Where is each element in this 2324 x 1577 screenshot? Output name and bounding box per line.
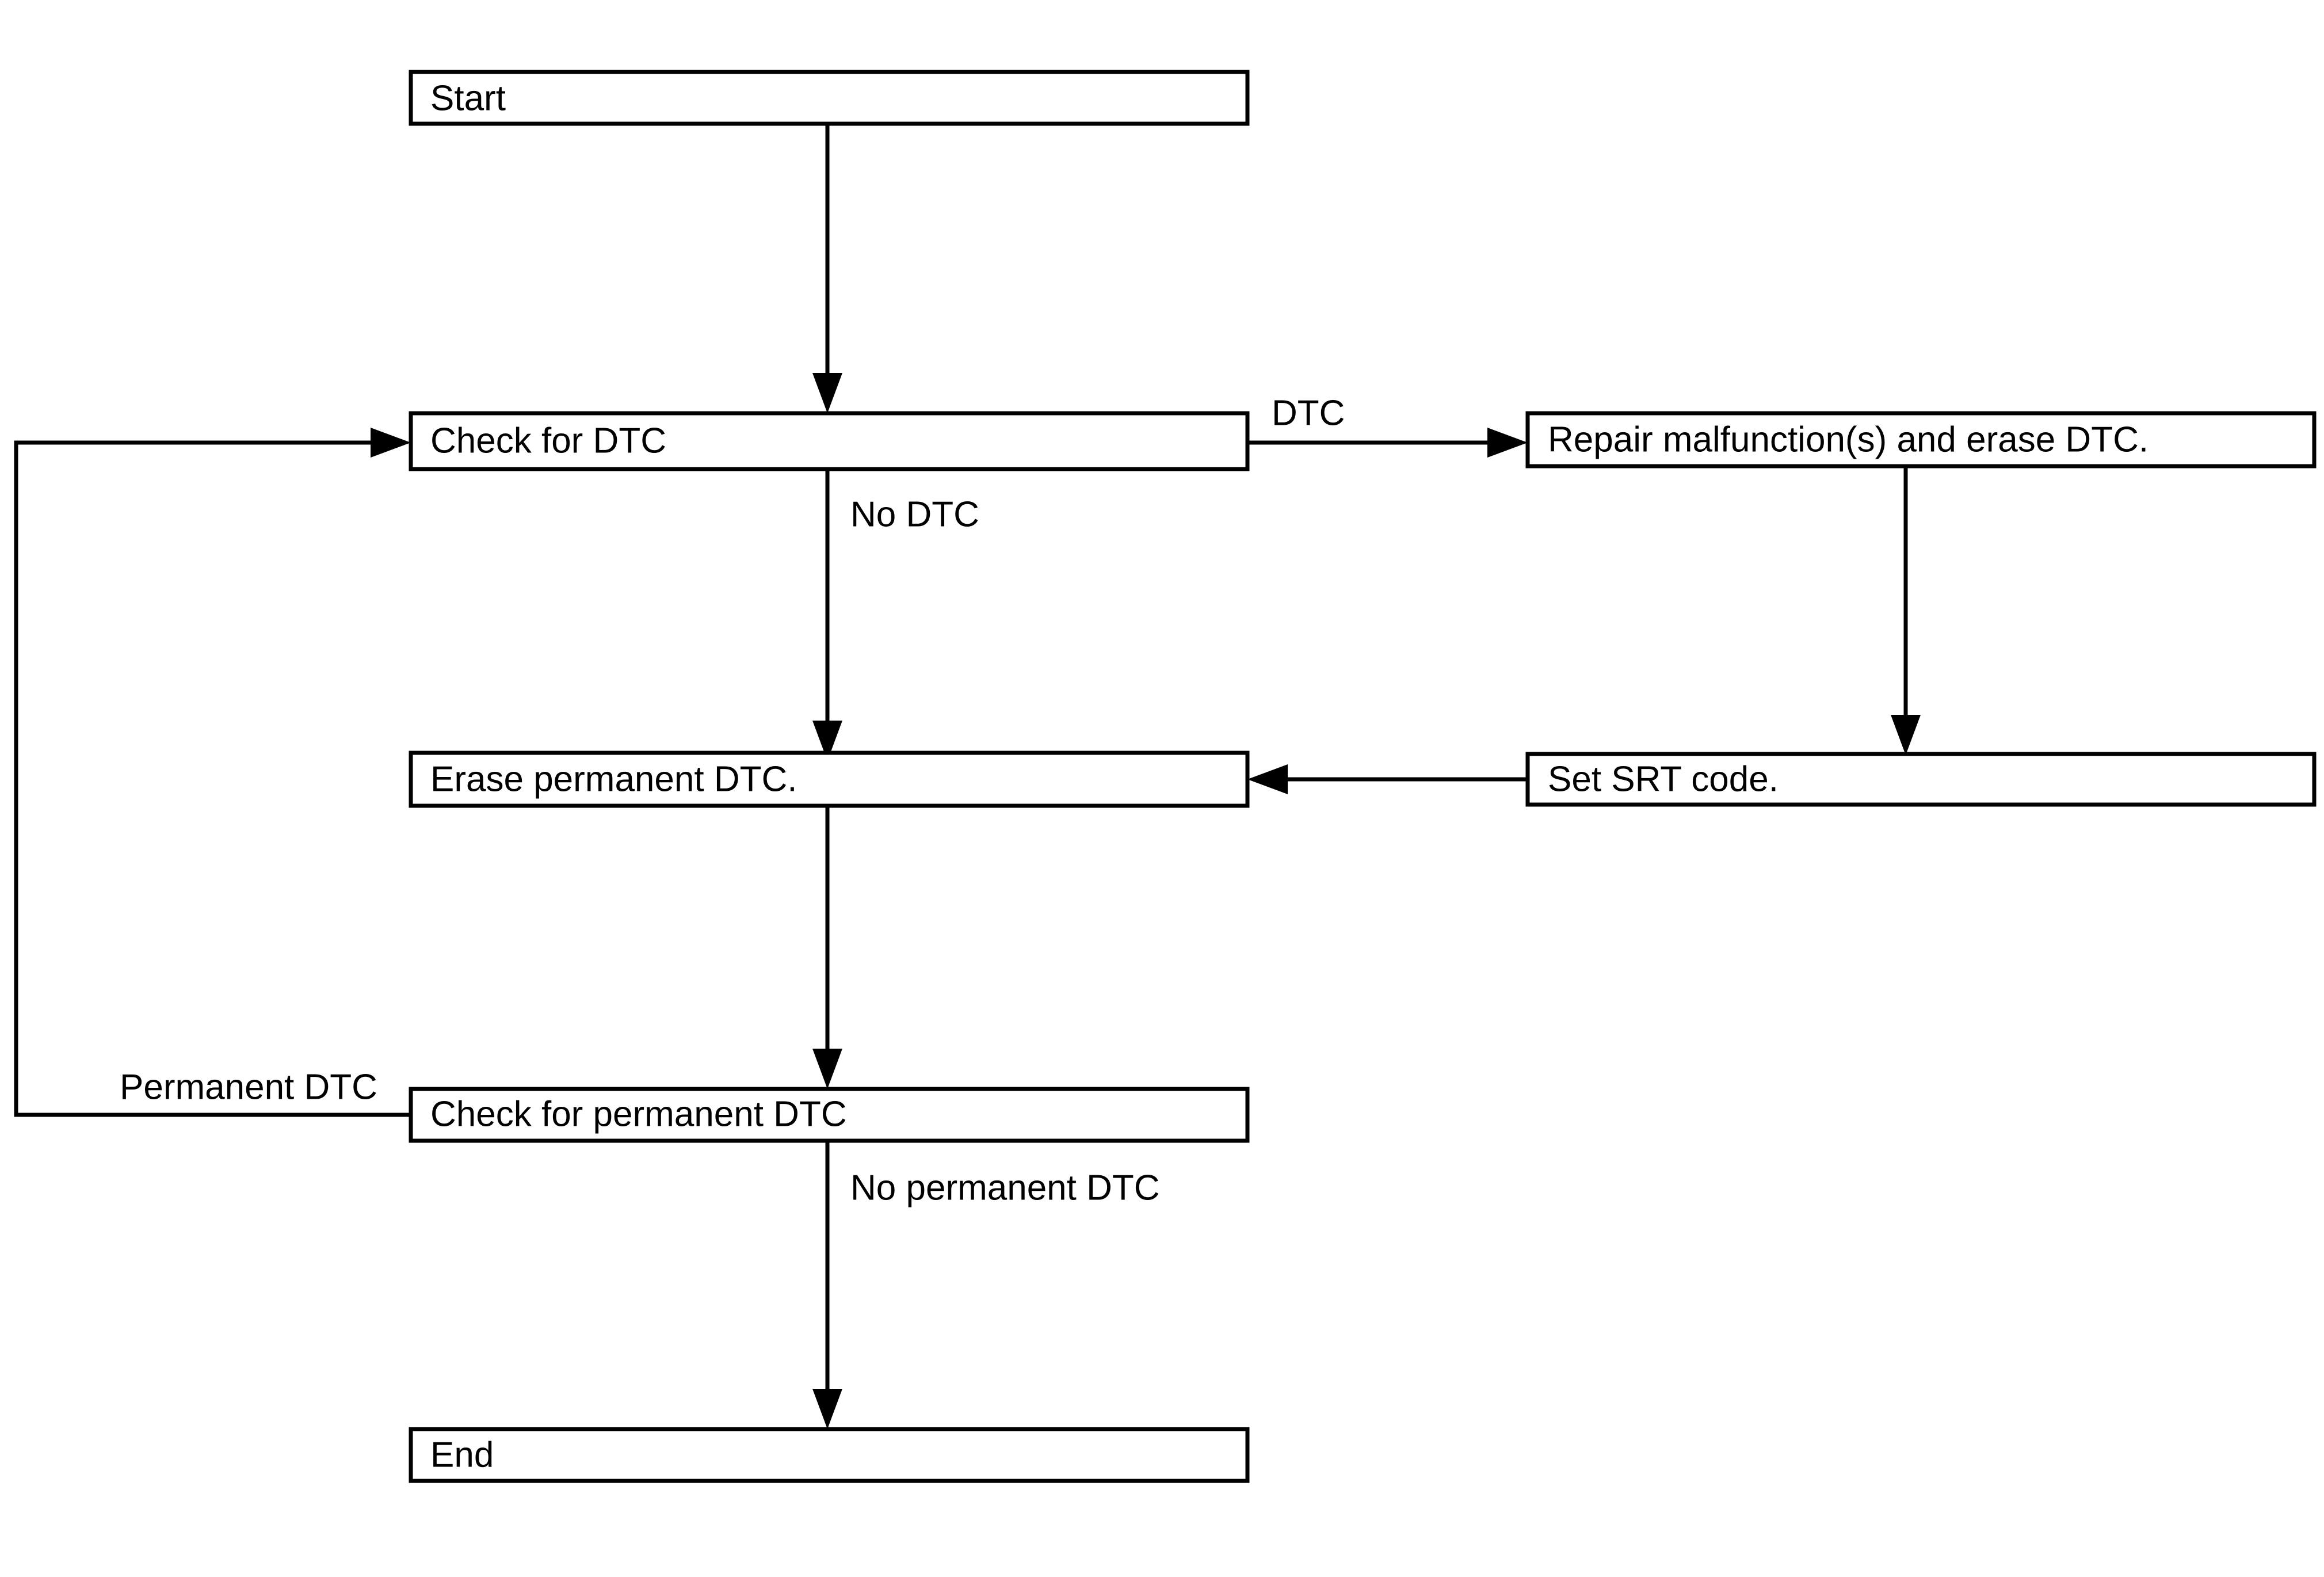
node-check-for-permanent-dtc-label: Check for permanent DTC bbox=[430, 1094, 847, 1134]
edge-start-to-check-dtc bbox=[812, 124, 842, 413]
edge-repair-to-set-srt bbox=[1891, 466, 1921, 755]
edge-check-dtc-to-repair: DTC bbox=[1247, 393, 1528, 458]
node-end-label: End bbox=[430, 1435, 494, 1475]
edge-label-dtc: DTC bbox=[1272, 393, 1345, 433]
edge-erase-permanent-to-check-permanent bbox=[812, 805, 842, 1089]
node-erase-permanent-dtc-label: Erase permanent DTC. bbox=[430, 759, 797, 799]
edge-check-permanent-to-check-dtc-loop: Permanent DTC bbox=[14, 428, 411, 1117]
node-erase-permanent-dtc[interactable]: Erase permanent DTC. bbox=[409, 751, 1250, 808]
node-start[interactable]: Start bbox=[409, 70, 1250, 126]
node-set-srt-code[interactable]: Set SRT code. bbox=[1525, 752, 2317, 807]
node-check-for-dtc-label: Check for DTC bbox=[430, 421, 666, 460]
node-set-srt-code-label: Set SRT code. bbox=[1548, 759, 1779, 799]
node-check-for-permanent-dtc[interactable]: Check for permanent DTC bbox=[409, 1087, 1250, 1143]
edge-check-dtc-to-erase-permanent: No DTC bbox=[812, 469, 979, 761]
edge-set-srt-to-erase-permanent bbox=[1247, 764, 1528, 794]
node-repair-malfunctions-label: Repair malfunction(s) and erase DTC. bbox=[1548, 420, 2149, 459]
edge-label-no-permanent-dtc: No permanent DTC bbox=[850, 1168, 1160, 1207]
node-start-label: Start bbox=[430, 78, 506, 118]
edge-label-permanent-dtc: Permanent DTC bbox=[120, 1067, 377, 1107]
edge-label-no-dtc: No DTC bbox=[850, 494, 979, 534]
edge-check-permanent-to-end: No permanent DTC bbox=[812, 1141, 1160, 1429]
node-repair-malfunctions[interactable]: Repair malfunction(s) and erase DTC. bbox=[1525, 411, 2317, 468]
node-end[interactable]: End bbox=[409, 1427, 1250, 1483]
node-check-for-dtc[interactable]: Check for DTC bbox=[409, 411, 1250, 471]
